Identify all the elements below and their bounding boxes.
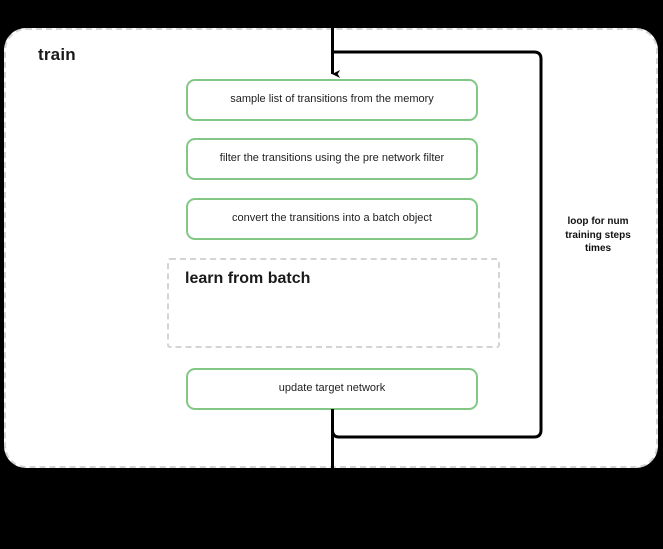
step-label-sample: sample list of transitions from the memo… bbox=[230, 93, 434, 106]
step-node-convert[interactable]: convert the transitions into a batch obj… bbox=[186, 198, 478, 240]
loop-caption-line-1: loop for num bbox=[567, 216, 629, 227]
step-node-sample[interactable]: sample list of transitions from the memo… bbox=[186, 79, 478, 121]
loop-caption-line-2: training steps bbox=[565, 229, 631, 241]
step-node-filter[interactable]: filter the transitions using the pre net… bbox=[186, 138, 478, 180]
step-node-update-target-network[interactable]: update target network bbox=[186, 368, 478, 410]
learn-from-batch-title: learn from batch bbox=[185, 270, 311, 287]
step-label-convert: convert the transitions into a batch obj… bbox=[232, 212, 432, 225]
step-label-update-target-network: update target network bbox=[278, 382, 386, 395]
loop-caption: loop for num training steps times bbox=[548, 215, 648, 256]
step-label-filter: filter the transitions using the pre net… bbox=[219, 152, 445, 165]
train-group-title: train bbox=[38, 45, 76, 64]
loop-caption-line-3: times bbox=[584, 243, 612, 254]
learn-from-batch-subgroup[interactable]: learn from batch bbox=[167, 258, 500, 348]
